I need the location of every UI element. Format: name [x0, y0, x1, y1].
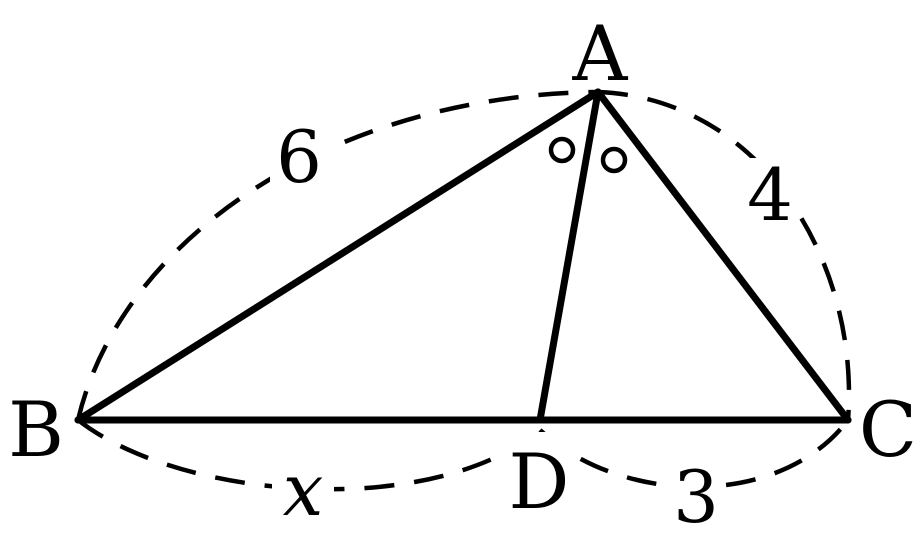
- point-label-d: D: [509, 437, 570, 526]
- label-gap-dc: [668, 460, 724, 532]
- bisector-ad: [536, 88, 602, 424]
- label-gap-bd: [272, 462, 334, 524]
- label-gap-d: [504, 432, 574, 512]
- measure-ab: 6: [276, 115, 322, 199]
- measure-bd: x: [283, 448, 324, 532]
- side-ab: [74, 88, 602, 424]
- point-label-a: A: [572, 9, 629, 98]
- point-label-c: C: [859, 385, 917, 474]
- label-gap-ac: [744, 158, 796, 228]
- measure-ac: 4: [747, 153, 793, 237]
- equal-angle-mark-right: [600, 146, 628, 174]
- side-ac: [594, 88, 852, 424]
- measure-dc: 3: [673, 455, 719, 539]
- equal-angle-mark-left: [548, 136, 576, 164]
- point-label-b: B: [8, 385, 64, 474]
- dimension-arc-bd: [76, 418, 542, 492]
- dimension-arc-ab: [75, 89, 599, 421]
- label-gap-ab: [270, 120, 328, 190]
